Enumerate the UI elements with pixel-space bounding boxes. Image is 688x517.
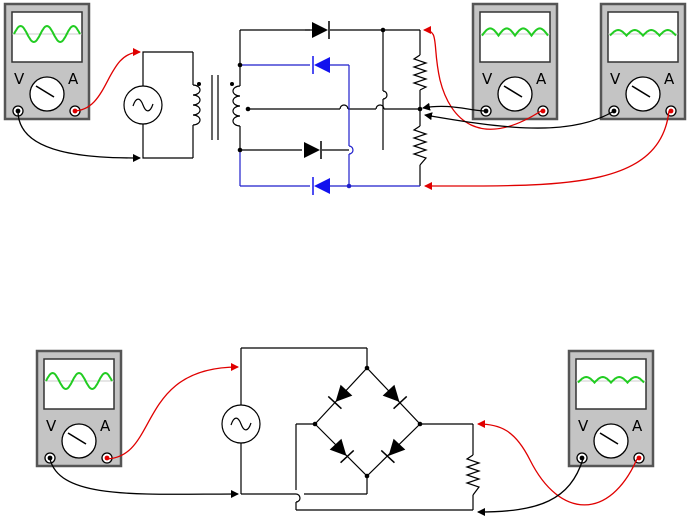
diode-icon [305,21,329,39]
junction-dots [313,366,423,479]
meter-dial[interactable] [594,424,628,458]
terminal-red-center [105,456,110,461]
bottom-resistor [467,455,479,495]
probe-lead-black[interactable] [478,459,583,512]
scope-screen [44,359,114,409]
terminal-red-center [541,109,546,114]
volt-label: V [46,417,57,435]
volt-label: V [578,417,589,435]
probe-lead-red[interactable] [105,367,238,459]
volt-label: V [482,70,493,88]
diode-icon [313,177,330,195]
bridge-circuit [222,348,479,510]
volt-label: V [610,70,621,88]
junction-dots [238,28,423,189]
amp-label: A [100,417,111,435]
center-tap-circuit [124,21,426,195]
scope-screen [12,12,82,62]
amp-label: A [536,70,547,88]
volt-label: V [14,70,25,88]
top-resistor-upper [414,55,426,90]
meter-dial[interactable] [498,77,532,111]
diode-icon [313,56,330,74]
resistor-icon [414,55,426,90]
ac-source-icon [124,86,162,124]
secondary-wiring [240,30,420,186]
probe-lead-red[interactable] [425,111,669,186]
blue-current-path [240,65,420,186]
bridge-wiring [241,348,473,510]
top-resistor-lower [414,126,426,165]
amp-label: A [632,417,643,435]
amp-label: A [664,70,675,88]
diode-icon [304,141,321,159]
terminal-black-center [580,456,585,461]
resistor-icon [467,455,479,495]
meter-dial[interactable] [626,77,660,111]
amp-label: A [68,70,79,88]
meter-dial[interactable] [62,424,96,458]
ac-source-icon [222,405,260,443]
resistor-icon [414,126,426,165]
meter-dial[interactable] [30,77,64,111]
transformer-polarity-dots [197,82,234,86]
